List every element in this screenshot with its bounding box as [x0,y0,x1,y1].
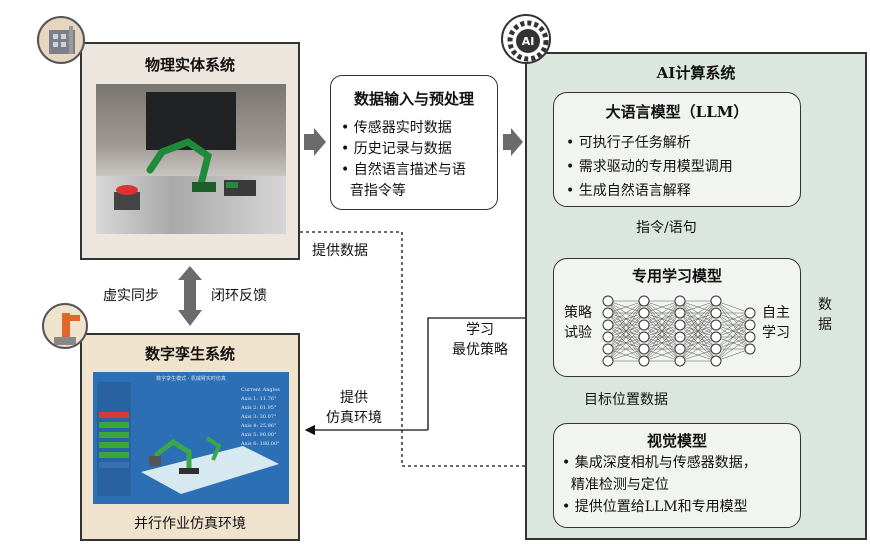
twin-badge-icon [42,303,88,349]
nn-node [638,355,650,367]
nn-node [638,343,650,355]
nn-node [674,355,686,367]
llm-item: • 需求驱动的专用模型调用 [566,159,733,175]
robot-arm-image [114,138,256,210]
vision-model-title: 视觉模型 [646,432,707,450]
llm-title: 大语言模型（LLM） [605,103,749,121]
nn-node [744,331,756,343]
nn-node [602,355,614,367]
llm-item: • 生成自然语言解释 [566,183,691,199]
nn-node [710,307,722,319]
nn-node [602,295,614,307]
llm-box: 大语言模型（LLM） • 可执行子任务解析 • 需求驱动的专用模型调用 • 生成… [553,92,801,207]
nn-node [602,307,614,319]
vision-item: 精准检测与定位 [570,477,669,493]
nn-node [638,307,650,319]
target-position-label: 目标位置数据 [584,392,668,408]
nn-node [638,331,650,343]
nn-node [744,343,756,355]
nn-node [602,343,614,355]
vision-item: • 集成深度相机与传感器数据， [562,455,757,471]
nn-node [710,295,722,307]
svg-text:AI: AI [522,35,535,48]
nn-node [744,319,756,331]
nn-node [674,343,686,355]
digital-twin-caption: 并行作业仿真环境 [134,516,246,532]
autonomous-label: 自主 [762,305,790,321]
llm-item: • 可执行子任务解析 [566,135,691,151]
arrow-provide-data [300,231,550,472]
simulation-screenshot: 数字孪生模式 - 机械臂实时仿真 Current Angles Axis 1: … [93,372,289,504]
physical-system-title: 物理实体系统 [144,56,235,74]
nn-node [710,343,722,355]
nn-node [710,331,722,343]
nn-node [710,355,722,367]
learn-optimal-label: 学习最优策略 [452,322,508,358]
nn-node [602,319,614,331]
nn-node [674,319,686,331]
preprocess-item: • 传感器实时数据 [341,120,452,136]
physical-robot-photo [96,84,286,234]
preprocess-item: 音指令等 [349,183,406,199]
sync-label: 虚实同步 [103,288,159,304]
neural-network-icon [602,295,756,367]
nn-node [710,319,722,331]
instruction-label: 指令/语句 [636,220,697,236]
ai-gear-icon: AI [501,14,551,64]
nn-node [744,307,756,319]
nn-node [638,295,650,307]
ai-system-title: AI计算系统 [656,64,736,82]
preprocess-box: 数据输入与预处理 • 传感器实时数据 • 历史记录与数据 • 自然语言描述与语 … [330,75,498,210]
nn-node [602,331,614,343]
feedback-label: 闭环反馈 [211,288,267,304]
trial-label: 试验 [564,325,592,341]
arrow-pre-to-ai [503,128,523,156]
arrow-learn [427,312,550,430]
learning-label: 学习 [762,325,790,341]
nn-node [674,307,686,319]
nn-node [674,295,686,307]
arrow-phys-to-pre [304,128,326,156]
strategy-label: 策略 [564,305,592,321]
provide-data-label: 提供数据 [312,243,368,259]
data-loop-label: 数据 [818,297,832,333]
nn-node [638,319,650,331]
physical-badge-icon [37,16,85,64]
preprocess-item: • 自然语言描述与语 [341,162,466,178]
arrow-sync [178,266,202,326]
vision-item: • 提供位置给LLM和专用模型 [562,499,748,515]
specialized-model-box: 专用学习模型 策略 试验 自主 学习 [553,258,801,377]
preprocess-item: • 历史记录与数据 [341,141,452,157]
nn-node [674,331,686,343]
preprocess-title: 数据输入与预处理 [353,90,474,108]
vision-model-box: 视觉模型 • 集成深度相机与传感器数据， 精准检测与定位 • 提供位置给LLM和… [553,423,801,528]
specialized-model-title: 专用学习模型 [631,267,722,285]
digital-twin-title: 数字孪生系统 [144,345,235,363]
sim-screen-title: 数字孪生模式 - 机械臂实时仿真 [156,376,226,382]
provide-sim-label: 提供仿真环境 [326,390,382,426]
